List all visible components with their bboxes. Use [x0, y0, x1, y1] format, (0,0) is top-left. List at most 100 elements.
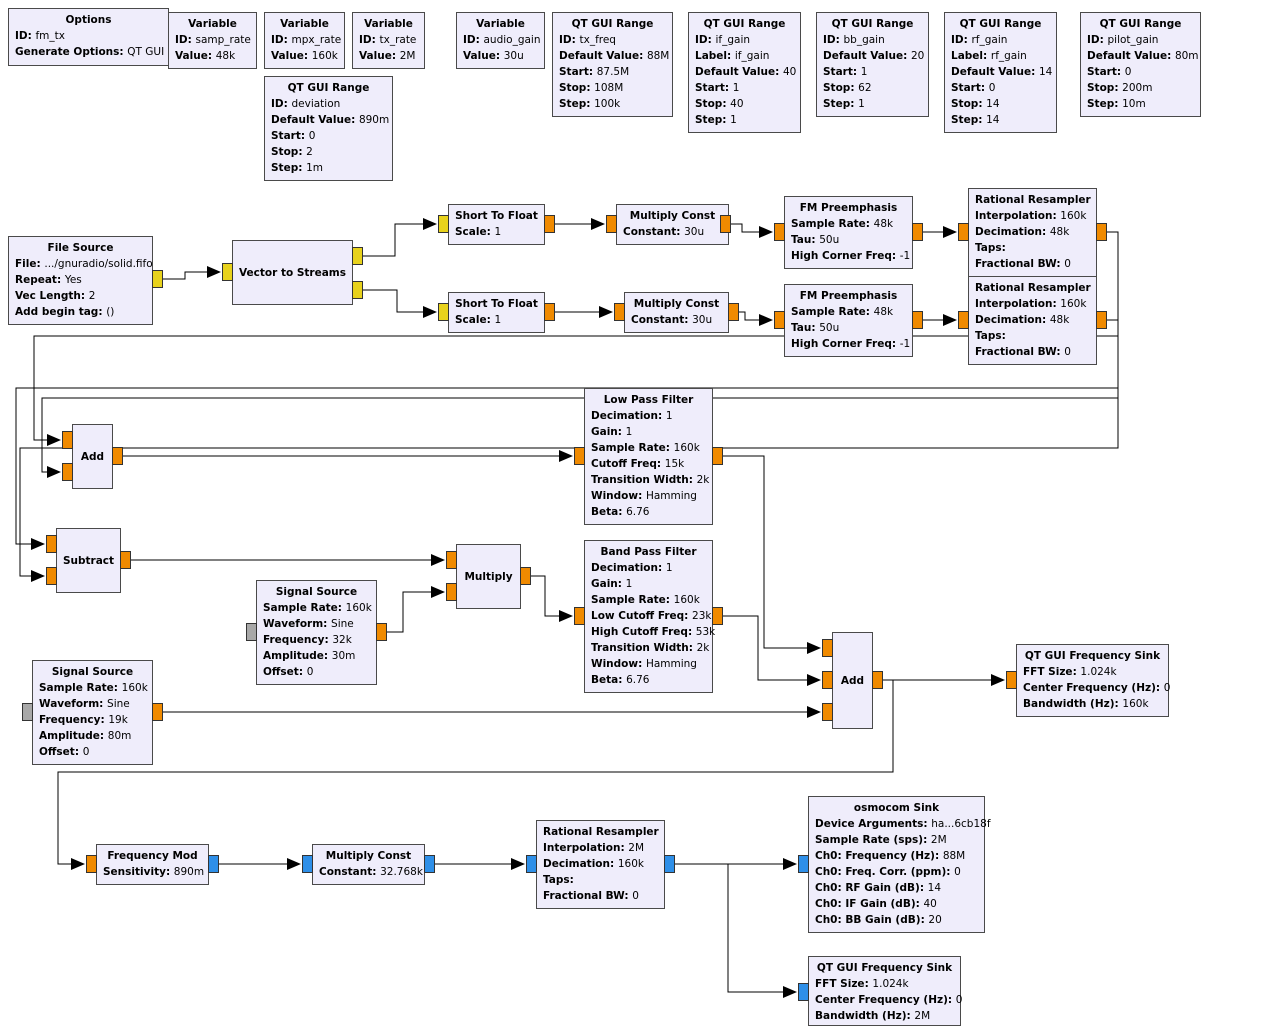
- fmpre-2-port-in[interactable]: [774, 311, 785, 329]
- connection-wire[interactable]: [727, 864, 785, 993]
- s2f-2-port-out[interactable]: [544, 303, 555, 321]
- block-vec-to-streams[interactable]: Vector to Streams: [232, 240, 353, 305]
- mulc-3-port-out[interactable]: [424, 855, 435, 873]
- resamp-1-port-in[interactable]: [958, 223, 969, 241]
- mulc-3-port-in[interactable]: [302, 855, 313, 873]
- sig-src-1-port-msg[interactable]: [246, 623, 257, 641]
- fmpre-1-port-out[interactable]: [912, 223, 923, 241]
- connection-wire[interactable]: [723, 455, 809, 649]
- subtract-port-in1[interactable]: [46, 567, 57, 585]
- vec-to-streams-port-out0[interactable]: [352, 247, 363, 265]
- multiply-port-in1[interactable]: [446, 583, 457, 601]
- lpf-port-in[interactable]: [574, 447, 585, 465]
- param-value: 2M: [914, 1010, 931, 1022]
- resamp-2-port-in[interactable]: [958, 311, 969, 329]
- block-add-1[interactable]: Add: [72, 424, 113, 489]
- connection-wire[interactable]: [739, 311, 761, 321]
- block-add-2[interactable]: Add: [832, 632, 873, 729]
- connection-wire[interactable]: [163, 271, 209, 280]
- bpf-port-in[interactable]: [574, 607, 585, 625]
- add-1-port-out[interactable]: [112, 447, 123, 465]
- connection-wire[interactable]: [387, 591, 433, 633]
- fmpre-2-port-out[interactable]: [912, 311, 923, 329]
- osmo-sink-port-in[interactable]: [798, 855, 809, 873]
- freq-mod-port-in[interactable]: [86, 855, 97, 873]
- connection-wire[interactable]: [19, 231, 1119, 577]
- resamp-3-port-in[interactable]: [526, 855, 537, 873]
- s2f-2-port-in[interactable]: [438, 303, 449, 321]
- vec-to-streams-port-out1[interactable]: [352, 281, 363, 299]
- vec-to-streams-port-in[interactable]: [222, 263, 233, 281]
- subtract-port-in0[interactable]: [46, 535, 57, 553]
- multiply-port-in0[interactable]: [446, 551, 457, 569]
- resamp-2-port-out[interactable]: [1096, 311, 1107, 329]
- mulc-1-port-in[interactable]: [606, 215, 617, 233]
- lpf-port-out[interactable]: [712, 447, 723, 465]
- add-1-port-in1[interactable]: [62, 463, 73, 481]
- add-2-port-in2[interactable]: [822, 703, 833, 721]
- connection-wire[interactable]: [723, 615, 809, 681]
- fmpre-1-port-in[interactable]: [774, 223, 785, 241]
- connection-wire[interactable]: [15, 319, 1119, 545]
- freq-mod-port-out[interactable]: [208, 855, 219, 873]
- freq-sink-1-port-in[interactable]: [1006, 671, 1017, 689]
- sig-src-2-port-msg[interactable]: [22, 703, 33, 721]
- resamp-3-port-out[interactable]: [664, 855, 675, 873]
- s2f-1-port-out[interactable]: [544, 215, 555, 233]
- bpf-port-out[interactable]: [712, 607, 723, 625]
- connection-wire[interactable]: [531, 575, 561, 617]
- sig-src-2-port-out[interactable]: [152, 703, 163, 721]
- connection-wire[interactable]: [41, 397, 1118, 473]
- block-multiply[interactable]: Multiply: [456, 544, 521, 609]
- add-2-port-in0[interactable]: [822, 639, 833, 657]
- connection-wire[interactable]: [57, 680, 894, 865]
- mulc-2-port-out[interactable]: [728, 303, 739, 321]
- multiply-port-out[interactable]: [520, 567, 531, 585]
- connection-wire[interactable]: [363, 223, 425, 257]
- sig-src-1-port-out[interactable]: [376, 623, 387, 641]
- add-2-port-in1[interactable]: [822, 671, 833, 689]
- mulc-1-port-out[interactable]: [720, 215, 731, 233]
- connection-wire[interactable]: [363, 289, 425, 313]
- add-1-port-in0[interactable]: [62, 431, 73, 449]
- block-subtract[interactable]: Subtract: [56, 528, 121, 593]
- file-source-port-out[interactable]: [152, 270, 163, 288]
- connection-wire[interactable]: [731, 223, 761, 233]
- resamp-1-port-out[interactable]: [1096, 223, 1107, 241]
- subtract-port-out[interactable]: [120, 551, 131, 569]
- mulc-2-port-in[interactable]: [614, 303, 625, 321]
- s2f-1-port-in[interactable]: [438, 215, 449, 233]
- freq-sink-2-port-in[interactable]: [798, 983, 809, 1001]
- add-2-port-out[interactable]: [872, 671, 883, 689]
